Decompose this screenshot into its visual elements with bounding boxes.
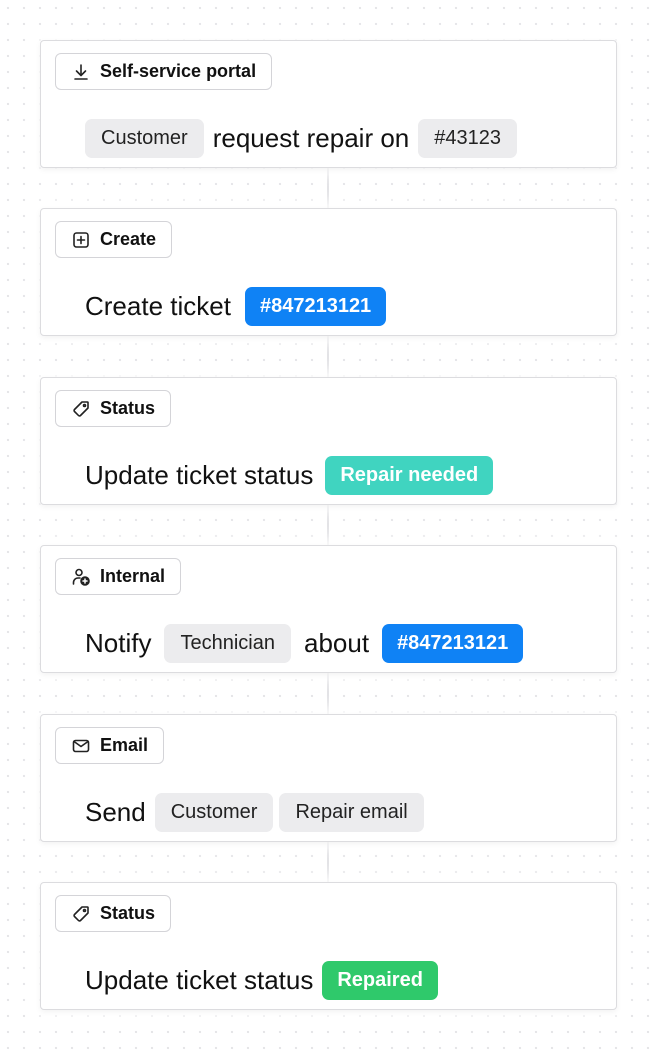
customer-chip[interactable]: Customer (154, 793, 274, 832)
customer-chip[interactable]: Customer (85, 119, 204, 158)
tag-icon (71, 399, 91, 419)
download-icon (71, 62, 91, 82)
step-type-label: Email (100, 735, 149, 755)
step-text: Create ticket (85, 291, 231, 321)
step-type-tag[interactable]: Status (55, 895, 172, 932)
flow-connector (327, 168, 329, 209)
step-description: Update ticket status Repair needed (85, 456, 502, 495)
ticket-id-badge[interactable]: #847213121 (244, 287, 387, 326)
step-description: Customer request repair on #43123 (85, 119, 526, 158)
status-badge-repaired[interactable]: Repaired (322, 961, 438, 1000)
plus-square-icon (71, 230, 91, 250)
email-template-chip[interactable]: Repair email (279, 793, 424, 832)
step-description: Update ticket status Repaired (85, 961, 447, 1000)
step-type-label: Self-service portal (100, 61, 257, 81)
step-card-email[interactable]: Email Send Customer Repair email (40, 714, 617, 842)
flow-connector (327, 505, 329, 546)
status-badge-repair-needed[interactable]: Repair needed (325, 456, 494, 495)
step-type-label: Internal (100, 566, 166, 586)
step-text: Update ticket status (85, 965, 314, 995)
step-type-tag[interactable]: Create (55, 221, 173, 258)
step-card-self-service-portal[interactable]: Self-service portal Customer request rep… (40, 40, 617, 168)
mail-icon (71, 736, 91, 756)
step-type-label: Status (100, 903, 156, 923)
step-text: Notify (85, 628, 152, 658)
step-type-tag[interactable]: Internal (55, 558, 182, 595)
ticket-id-badge[interactable]: #847213121 (382, 624, 524, 663)
step-description: Notify Technician about #847213121 (85, 624, 532, 663)
tag-icon (71, 904, 91, 924)
step-card-status[interactable]: Status Update ticket status Repaired (40, 882, 617, 1010)
order-number-chip[interactable]: #43123 (418, 119, 518, 158)
step-description: Send Customer Repair email (85, 793, 433, 832)
flow-connector (327, 842, 329, 883)
step-description: Create ticket #847213121 (85, 287, 395, 326)
step-text: request repair on (212, 123, 410, 153)
step-type-tag[interactable]: Self-service portal (55, 53, 273, 90)
step-type-tag[interactable]: Status (55, 390, 172, 427)
technician-chip[interactable]: Technician (164, 624, 291, 663)
step-type-label: Create (100, 229, 157, 249)
user-add-icon (71, 567, 91, 587)
step-text: Send (85, 797, 146, 827)
flow-connector (327, 673, 329, 714)
step-text: Update ticket status (85, 460, 314, 490)
step-card-status[interactable]: Status Update ticket status Repair neede… (40, 377, 617, 505)
flow-connector (327, 336, 329, 377)
step-card-internal[interactable]: Internal Notify Technician about #847213… (40, 545, 617, 673)
step-type-label: Status (100, 398, 156, 418)
step-type-tag[interactable]: Email (55, 727, 165, 764)
step-card-create[interactable]: Create Create ticket #847213121 (40, 208, 617, 336)
step-text: about (303, 628, 370, 658)
